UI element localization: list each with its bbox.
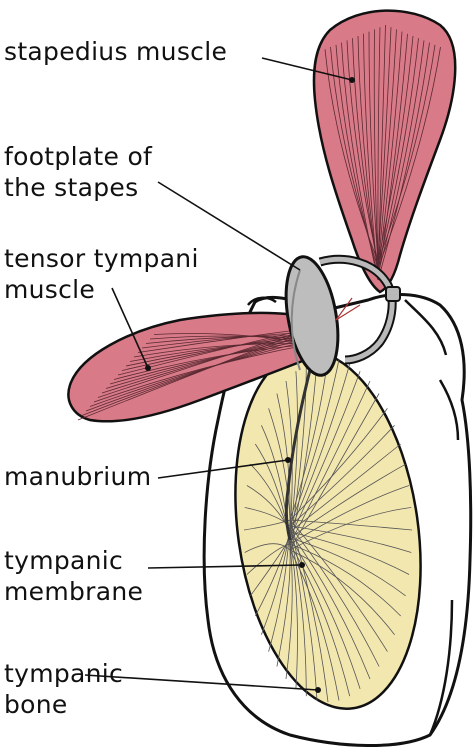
leader-stapedius (261, 57, 353, 81)
label-bone-line2: bone (4, 690, 68, 719)
stapes-footplate (284, 255, 340, 377)
leader-manubrium (157, 459, 289, 479)
label-stapedius-muscle: stapedius muscle (4, 37, 228, 66)
label-tensor-line2: muscle (4, 275, 96, 304)
label-tensor-line1: tensor tympani (4, 244, 199, 273)
leader-tensor (111, 287, 149, 369)
leader-membrane (147, 564, 303, 569)
leader-footplate (157, 181, 301, 271)
leader-bone (84, 674, 319, 691)
label-membrane-line2: membrane (4, 577, 144, 606)
stapes (284, 254, 401, 377)
label-membrane-line1: tympanic (4, 546, 124, 575)
label-footplate-line1: footplate of (4, 142, 153, 171)
leader-lines (84, 57, 353, 691)
manubrium-shape (284, 369, 312, 541)
label-manubrium: manubrium (4, 462, 152, 491)
label-footplate-line2: the stapes (4, 173, 139, 202)
label-bone-line1: tympanic (4, 659, 124, 688)
stapedius-muscle (312, 9, 457, 294)
